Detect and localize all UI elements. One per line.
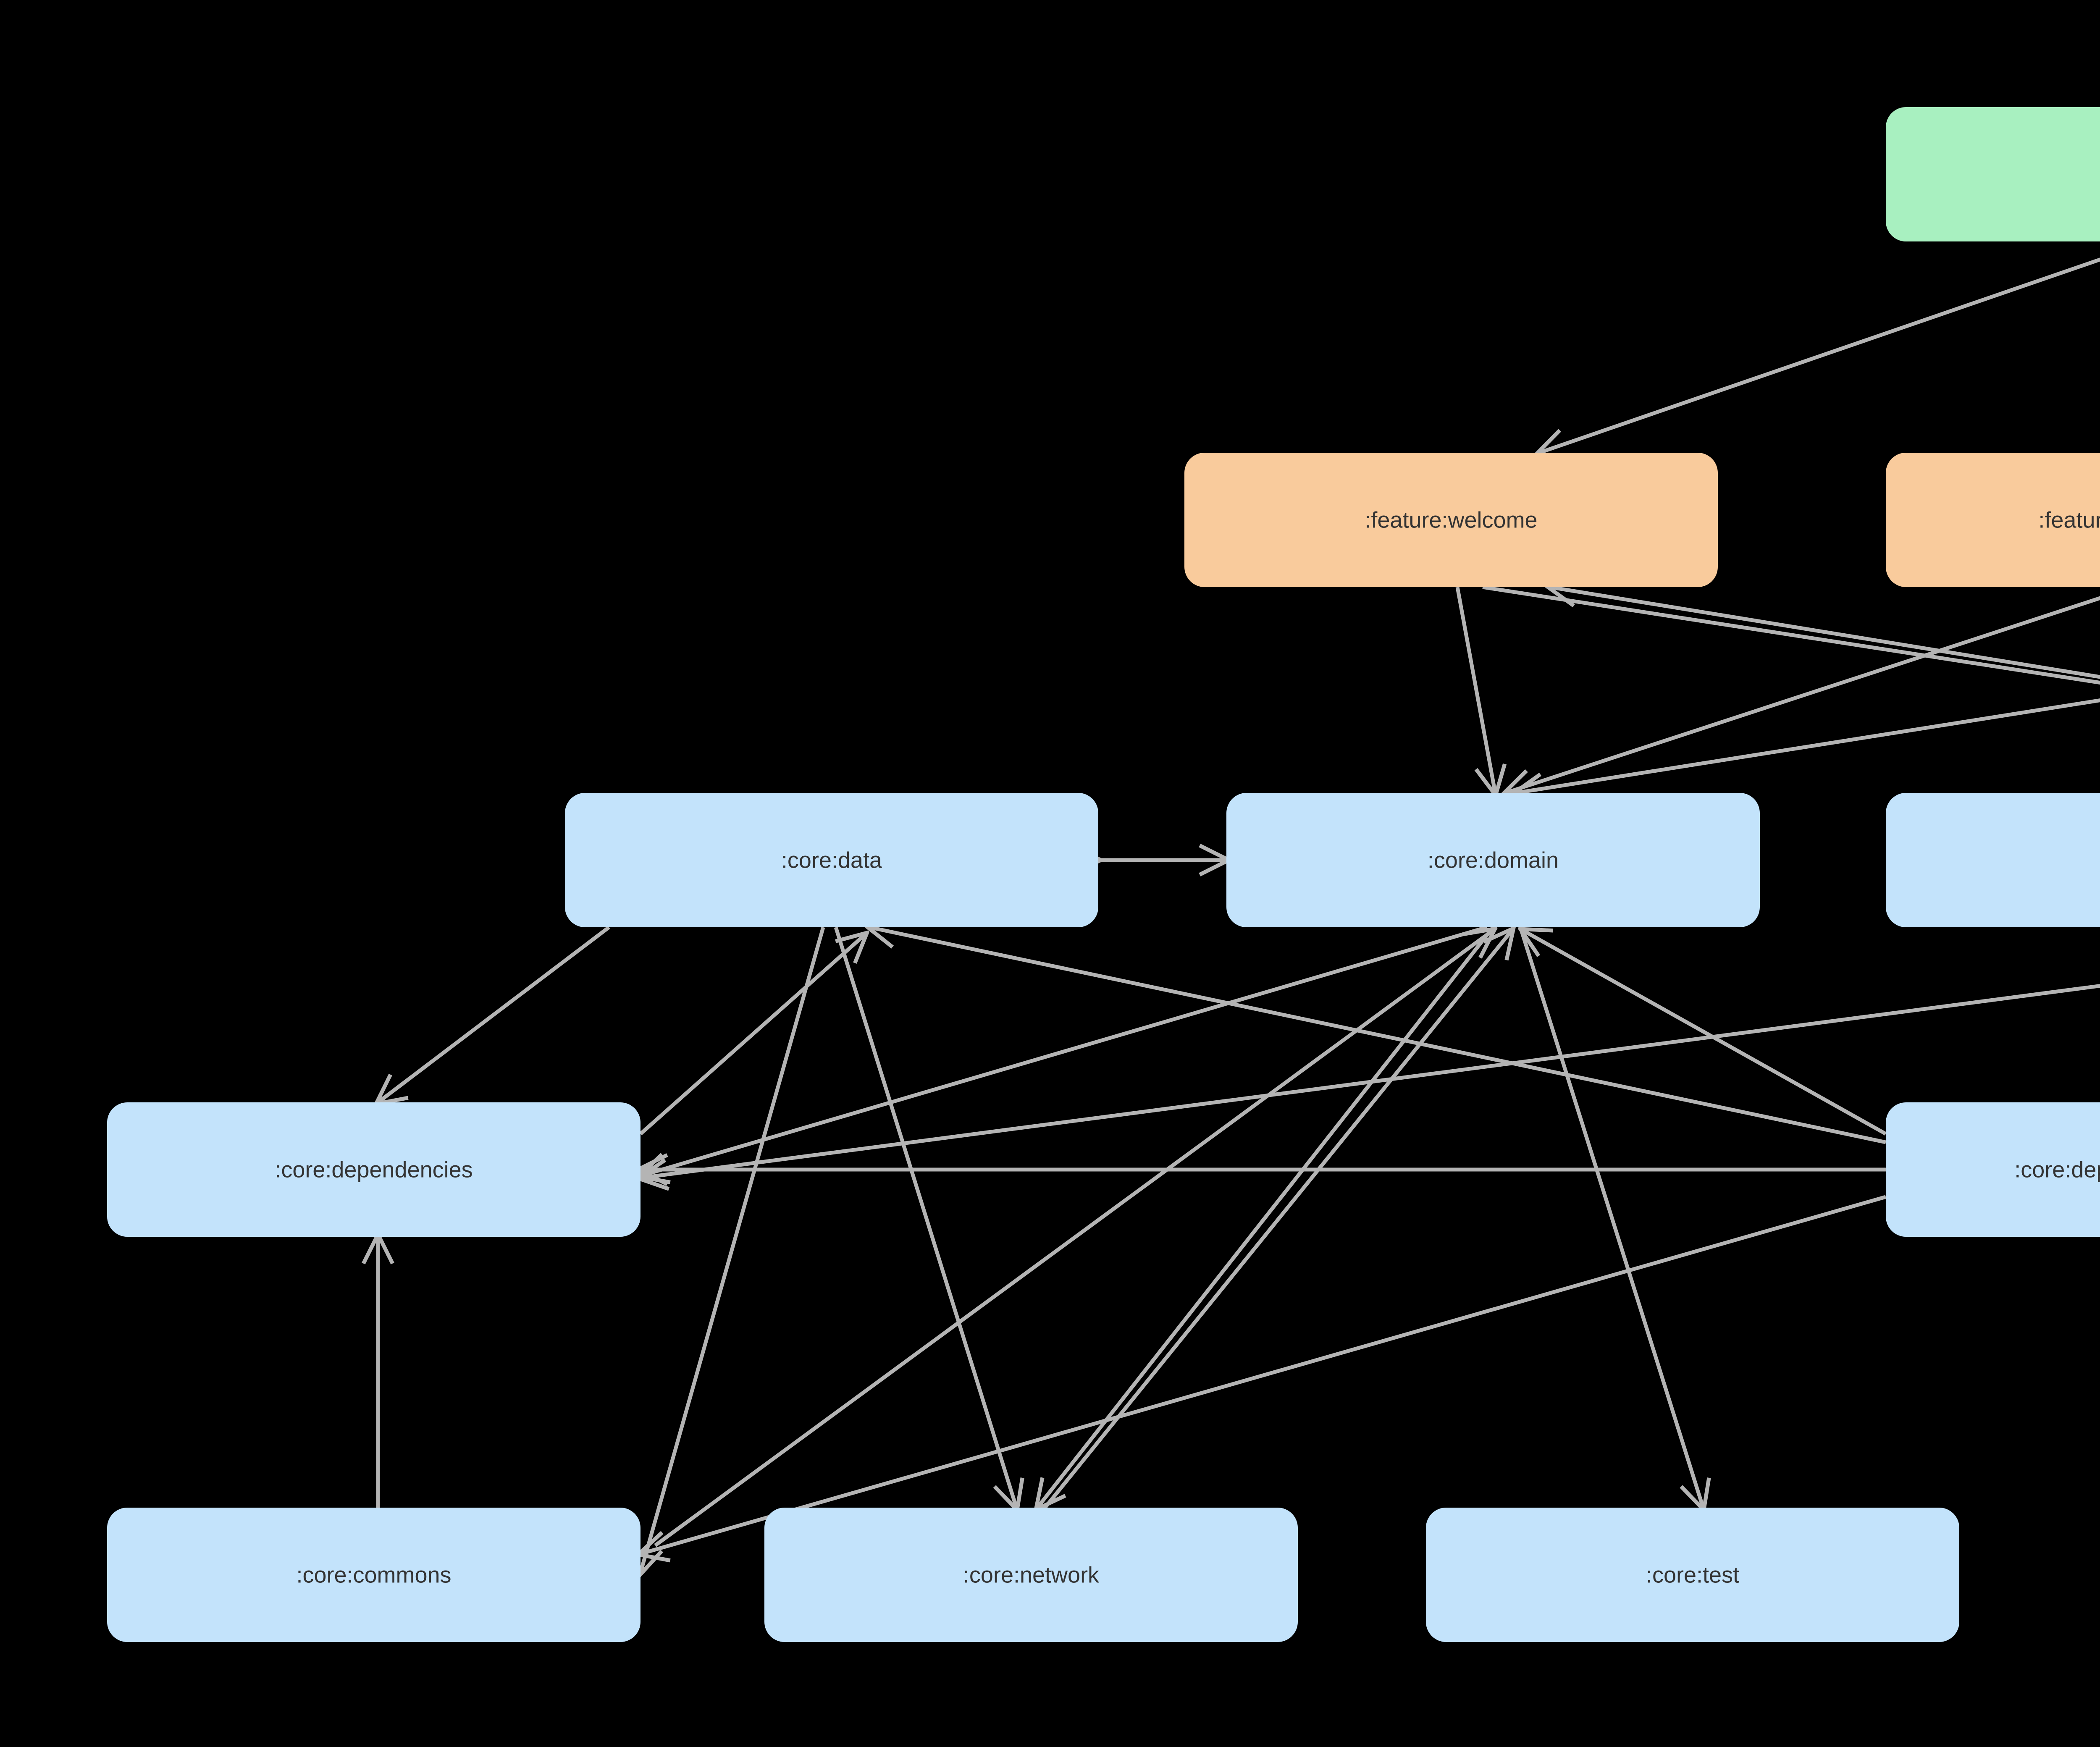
node-core_test[interactable]: :core:test [1426,1508,1959,1642]
edge-core_data-to-core_commons [640,926,825,1573]
edge-core_dependency_injection-to-core_data [869,927,1886,1144]
node-box-core_dependencies[interactable] [107,1102,640,1237]
node-feature_welcome[interactable]: :feature:welcome [1184,453,1718,587]
edge-core_data-to-core_network [834,926,1016,1508]
node-box-core_dependency_injection[interactable] [1886,1102,2100,1237]
node-box-core_domain[interactable] [1226,793,1760,927]
node-box-core_test[interactable] [1426,1508,1959,1642]
edge-app-to-feature_welcome [1539,257,2100,453]
node-core_ui[interactable]: :core:ui [1886,793,2100,927]
edge-core_navigation-to-core_dependencies [640,984,2100,1178]
node-core_dependencies[interactable]: :core:dependencies [107,1102,640,1237]
node-core_domain[interactable]: :core:domain [1226,793,1760,927]
edge-feature_currencies_list-to-core_domain [1506,596,2100,793]
node-box-core_data[interactable] [565,793,1098,927]
edge-core_dependency_injection-to-core_commons [640,1195,1887,1554]
edge-feature_welcome-to-core_navigation [1482,585,2100,685]
node-box-core_commons[interactable] [107,1508,640,1642]
node-app[interactable]: app [1886,107,2100,241]
edge-core_domain-to-core_dependencies [640,925,1488,1176]
node-box-feature_currencies_list[interactable] [1886,453,2100,587]
edges-layer [378,257,2100,1573]
node-box-core_network[interactable] [764,1508,1298,1642]
node-box-app[interactable] [1886,107,2100,241]
edge-core_data-to-core_dependencies [378,926,610,1102]
nodes-layer: app :feature:welcome :feature:currencies_l… [107,107,2100,1642]
edge-core_navigation-to-feature_welcome [1550,587,2100,679]
node-box-core_ui[interactable] [1886,793,2100,927]
edge-core_commons-to-core_domain [654,930,1493,1547]
node-core_dependency_injection[interactable]: :core:dependency_injection [1886,1102,2100,1237]
node-box-feature_welcome[interactable] [1184,453,1718,587]
edge-core_domain-to-core_network [1037,926,1495,1508]
edge-feature_welcome-to-core_domain [1455,587,1495,793]
edge-core_dependency_injection-to-core_domain [1522,930,1887,1136]
edge-core_dependencies-to-core_data [639,934,865,1136]
edge-feature_currency_conversion-to-core_domain [1516,698,2100,793]
edge-core_domain-to-core_test [1518,926,1703,1508]
node-core_commons[interactable]: :core:commons [107,1508,640,1642]
node-feature_currencies_list[interactable]: :feature:currencies_list [1886,453,2100,587]
node-core_data[interactable]: :core:data [565,793,1098,927]
edge-core_network-to-core_domain [1040,930,1512,1513]
node-core_network[interactable]: :core:network [764,1508,1298,1642]
